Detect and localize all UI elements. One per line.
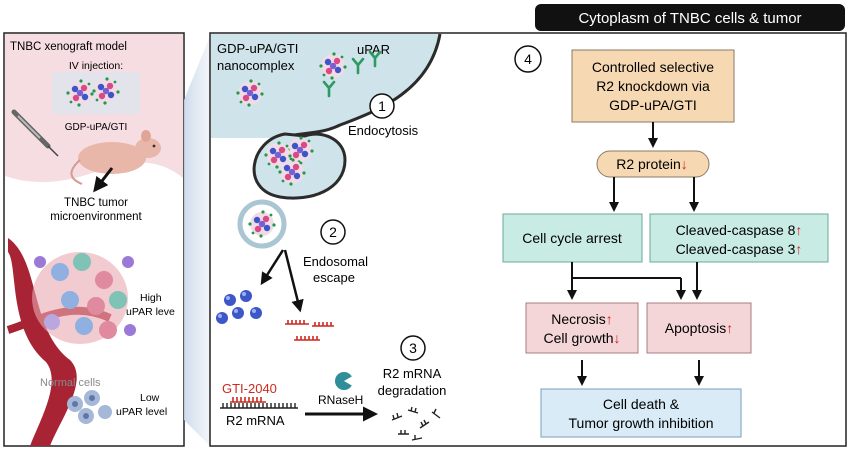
up-arrow-glyph: ↑ [726, 320, 733, 336]
r2-protein-label: R2 protein [616, 156, 681, 172]
low-upar-line2: uPAR level [116, 406, 167, 418]
high-upar-line2: uPAR leve [126, 306, 175, 318]
svg-text:Apoptosis↑: Apoptosis↑ [665, 320, 733, 336]
upar-label: uPAR [357, 42, 390, 57]
outcome-box: Cell death & Tumor growth inhibition [540, 388, 742, 438]
endosome-vesicle [237, 199, 287, 249]
svg-text:Cell growth↓: Cell growth↓ [543, 330, 620, 346]
step1-number: 1 [378, 98, 386, 114]
step4-number: 4 [524, 51, 532, 67]
syringe-icon [11, 109, 59, 157]
step3-number: 3 [409, 340, 417, 356]
gti-strands [285, 320, 334, 341]
apoptosis-label: Apoptosis [665, 320, 726, 336]
gti-label: GTI-2040 [222, 381, 277, 396]
caspase-box: Cleaved-caspase 8↑ Cleaved-caspase 3↑ [649, 213, 829, 263]
zoom-fan [184, 36, 210, 446]
necrosis-box: Necrosis↑ Cell growth↓ [525, 302, 639, 354]
normal-cells-label: Normal cells [40, 377, 101, 389]
left-title: TNBC xenograft model [10, 41, 127, 53]
outcome-line2: Tumor growth inhibition [569, 415, 714, 431]
svg-text:R2 protein↓: R2 protein↓ [616, 156, 688, 172]
cell-cycle-label: Cell cycle arrest [522, 230, 622, 246]
outcome-line1: Cell death & [603, 396, 680, 412]
step2-line1: Endosomal [303, 254, 368, 269]
svg-text:Necrosis↑: Necrosis↑ [551, 311, 612, 327]
step3-badge: 3 [400, 335, 426, 361]
controlled-line2: R2 knockdown via [596, 78, 710, 94]
r2-protein-pill: R2 protein↓ [596, 150, 710, 178]
nanocomplex-line1: GDP-uPA/GTI [217, 41, 298, 56]
step2-number: 2 [329, 224, 337, 240]
left-panel: TNBC xenograft model IV injection: GDP-u… [3, 32, 185, 447]
high-upar-line1: High [140, 292, 162, 304]
cell-cycle-box: Cell cycle arrest [502, 213, 643, 263]
nanocomplex-label: GDP-uPA/GTI [65, 122, 128, 133]
down-arrow-glyph: ↓ [681, 156, 688, 172]
injection-label: IV injection: [69, 60, 123, 72]
step1-badge: 1 [369, 93, 395, 119]
step2-line2: escape [313, 270, 355, 285]
normal-cells-illustration [67, 390, 112, 424]
low-upar-line1: Low [140, 392, 160, 404]
tumor-env-line1: TNBC tumor [64, 197, 128, 209]
up-arrow-glyph: ↑ [795, 241, 802, 257]
step2-badge: 2 [320, 219, 346, 245]
step1-label: Endocytosis [348, 123, 419, 138]
cell-membrane [211, 33, 442, 140]
header-title: Cytoplasm of TNBC cells & tumor [578, 10, 801, 27]
header-banner: Cytoplasm of TNBC cells & tumor [535, 4, 845, 31]
nanocomplex-line2: nanocomplex [217, 58, 295, 73]
svg-text:Cleaved-caspase 8↑: Cleaved-caspase 8↑ [676, 222, 803, 238]
caspase3-label: Cleaved-caspase 3 [676, 241, 796, 257]
main-panel: GDP-uPA/GTI nanocomplex uPAR 1 Endocytos… [209, 32, 847, 447]
tumor-tissue-illustration [6, 238, 136, 446]
step3-line1: R2 mRNA [383, 366, 442, 381]
rnaseh-label: RNaseH [318, 393, 363, 407]
up-arrow-glyph: ↑ [795, 222, 802, 238]
controlled-line1: Controlled selective [592, 59, 714, 75]
tumor-env-line2: microenvironment [50, 211, 142, 223]
rnaseh-icon [335, 372, 356, 390]
step3-line2: degradation [378, 383, 447, 398]
r2-mrna-label: R2 mRNA [226, 413, 285, 428]
apoptosis-box: Apoptosis↑ [646, 302, 752, 354]
mouse-icon [70, 130, 161, 185]
caspase8-label: Cleaved-caspase 8 [676, 222, 796, 238]
up-arrow-glyph: ↑ [606, 311, 613, 327]
controlled-line3: GDP-uPA/GTI [609, 97, 697, 113]
mrna-fragments [391, 406, 441, 441]
controlled-knockdown-box: Controlled selective R2 knockdown via GD… [571, 49, 735, 123]
cell-growth-label: Cell growth [543, 330, 613, 346]
mrna-duplex [220, 397, 298, 409]
step4-badge: 4 [514, 45, 542, 73]
flow-connectors [567, 262, 702, 300]
necrosis-label: Necrosis [551, 311, 605, 327]
down-arrow-glyph: ↓ [614, 330, 621, 346]
svg-text:Cleaved-caspase 3↑: Cleaved-caspase 3↑ [676, 241, 803, 257]
